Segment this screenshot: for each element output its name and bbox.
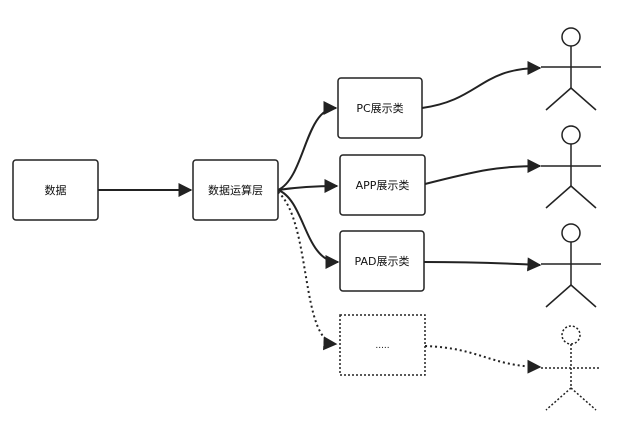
user-figure-pc [541,27,601,111]
edge-more-to-user [424,345,542,374]
node-pc-label: PC展示类 [356,101,403,115]
node-compute: 数据运算层 [192,159,279,221]
edge-pad-to-user [423,257,542,272]
node-more-label: ..... [375,341,389,351]
node-pad-label: PAD展示类 [355,254,410,268]
node-app-label: APP展示类 [356,178,410,192]
user-figure-more [541,325,601,411]
edge-compute-to-pc [277,101,338,191]
node-more: ..... [339,314,426,376]
user-figure-pad [541,223,601,308]
node-pad: PAD展示类 [339,230,425,292]
node-compute-label: 数据运算层 [208,183,263,197]
edge-compute-to-pad [277,189,340,269]
user-figure-app [541,125,601,209]
node-pc: PC展示类 [337,77,423,139]
node-app: APP展示类 [339,154,426,216]
edge-app-to-user [424,159,542,185]
edge-compute-to-more [277,191,338,351]
edge-pc-to-user [421,61,542,109]
node-data: 数据 [12,159,99,221]
edge-compute-to-app [277,179,339,194]
node-data-label: 数据 [45,183,67,197]
